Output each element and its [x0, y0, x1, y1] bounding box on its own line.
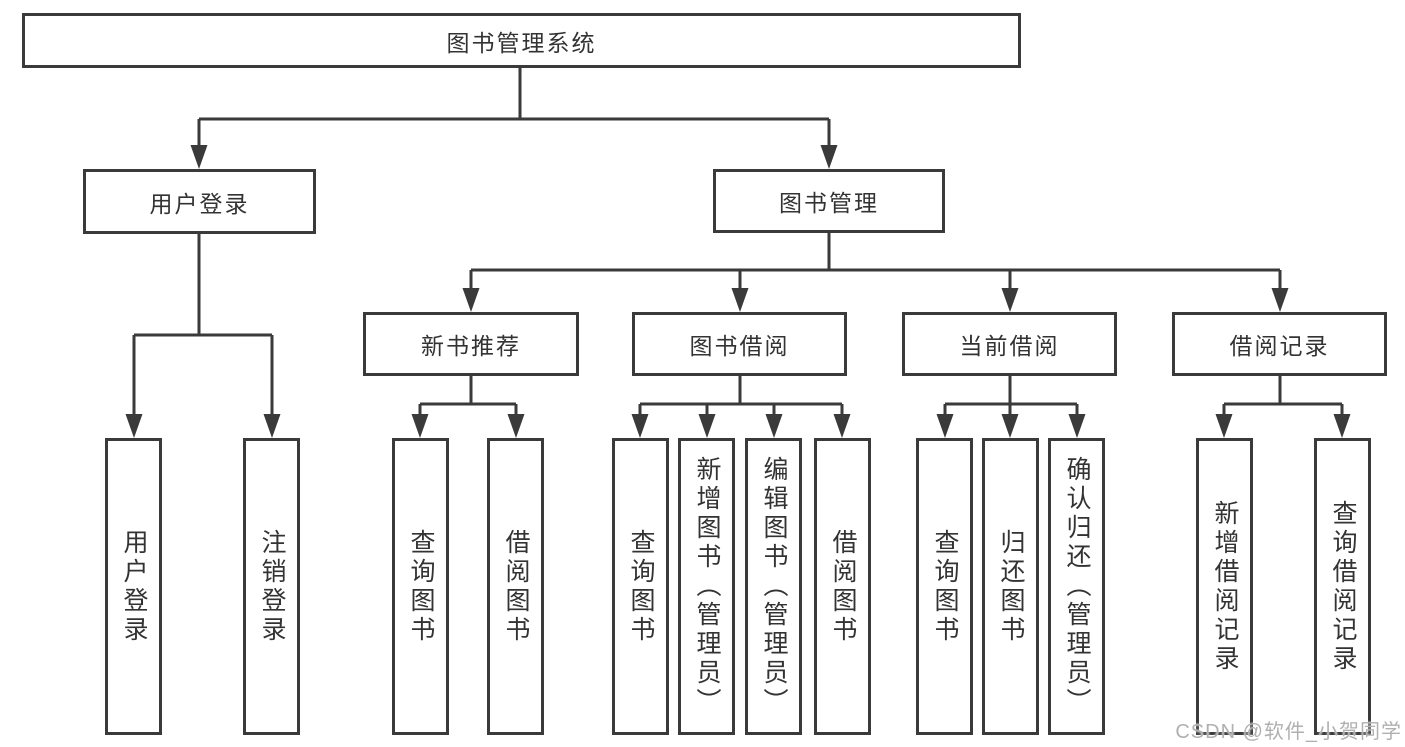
- arrowhead-icon: [765, 414, 783, 438]
- label-query-books-recommend: 查询图书: [407, 528, 435, 645]
- arrowhead-icon: [462, 288, 480, 312]
- box-current-borrowing: 当前借阅: [902, 312, 1117, 376]
- label-borrow-books-borrowing: 借阅图书: [829, 528, 857, 645]
- label-user-login-func: 用户登录: [120, 528, 148, 645]
- box-user-login-func: 用户登录: [105, 438, 162, 735]
- label-borrowing-records: 借阅记录: [1229, 333, 1330, 359]
- arrowhead-icon: [1001, 414, 1019, 438]
- arrowhead-icon: [125, 414, 143, 438]
- label-add-borrow-record: 新增借阅记录: [1211, 499, 1239, 674]
- csdn-watermark: CSDN @软件_小贺同学: [1175, 721, 1402, 743]
- box-system: 图书管理系统: [22, 13, 1021, 68]
- label-user-login: 用户登录: [149, 190, 250, 217]
- label-confirm-return-admin: 确认归还（管理员）: [1063, 456, 1091, 717]
- label-borrow-books-recommend: 借阅图书: [502, 528, 530, 645]
- label-new-book-recommend: 新书推荐: [421, 333, 521, 359]
- box-query-books-recommend: 查询图书: [392, 438, 449, 735]
- box-add-books-admin: 新增图书（管理员）: [678, 438, 735, 735]
- arrowhead-icon: [190, 145, 208, 169]
- box-book-management: 图书管理: [713, 169, 945, 233]
- box-book-borrowing: 图书借阅: [632, 312, 847, 376]
- label-return-books: 归还图书: [997, 528, 1025, 645]
- arrowhead-icon: [1001, 288, 1019, 312]
- label-edit-books-admin: 编辑图书（管理员）: [760, 456, 788, 717]
- label-add-books-admin: 新增图书（管理员）: [693, 456, 721, 717]
- arrowhead-icon: [631, 414, 649, 438]
- arrowhead-icon: [411, 414, 429, 438]
- box-borrow-books-borrowing: 借阅图书: [814, 438, 871, 735]
- box-add-borrow-record: 新增借阅记录: [1196, 438, 1253, 735]
- arrowhead-icon: [820, 145, 838, 169]
- box-new-book-recommend: 新书推荐: [363, 312, 579, 376]
- arrowhead-icon: [833, 414, 851, 438]
- label-query-books-current: 查询图书: [931, 528, 959, 645]
- arrowhead-icon: [731, 288, 749, 312]
- box-query-books-current: 查询图书: [916, 438, 973, 735]
- label-current-borrowing: 当前借阅: [959, 333, 1060, 359]
- label-query-books-borrowing: 查询图书: [627, 528, 655, 645]
- arrowhead-icon: [263, 414, 281, 438]
- label-system: 图书管理系统: [446, 29, 597, 56]
- label-book-management: 图书管理: [779, 190, 879, 216]
- box-borrowing-records: 借阅记录: [1172, 312, 1387, 376]
- box-borrow-books-recommend: 借阅图书: [487, 438, 544, 735]
- box-logout: 注销登录: [243, 438, 300, 735]
- label-query-borrow-record: 查询借阅记录: [1329, 499, 1357, 674]
- box-edit-books-admin: 编辑图书（管理员）: [745, 438, 802, 735]
- arrowhead-icon: [698, 414, 716, 438]
- label-logout: 注销登录: [258, 528, 286, 645]
- box-user-login: 用户登录: [83, 169, 316, 234]
- box-confirm-return-admin: 确认归还（管理员）: [1048, 438, 1105, 735]
- arrowhead-icon: [1068, 414, 1086, 438]
- arrowhead-icon: [1333, 414, 1351, 438]
- box-query-borrow-record: 查询借阅记录: [1314, 438, 1371, 735]
- arrowhead-icon: [936, 414, 954, 438]
- arrowhead-icon: [1271, 288, 1289, 312]
- arrowhead-icon: [507, 414, 525, 438]
- label-book-borrowing: 图书借阅: [689, 333, 790, 359]
- box-return-books: 归还图书: [982, 438, 1039, 735]
- arrowhead-icon: [1215, 414, 1233, 438]
- box-query-books-borrowing: 查询图书: [612, 438, 669, 735]
